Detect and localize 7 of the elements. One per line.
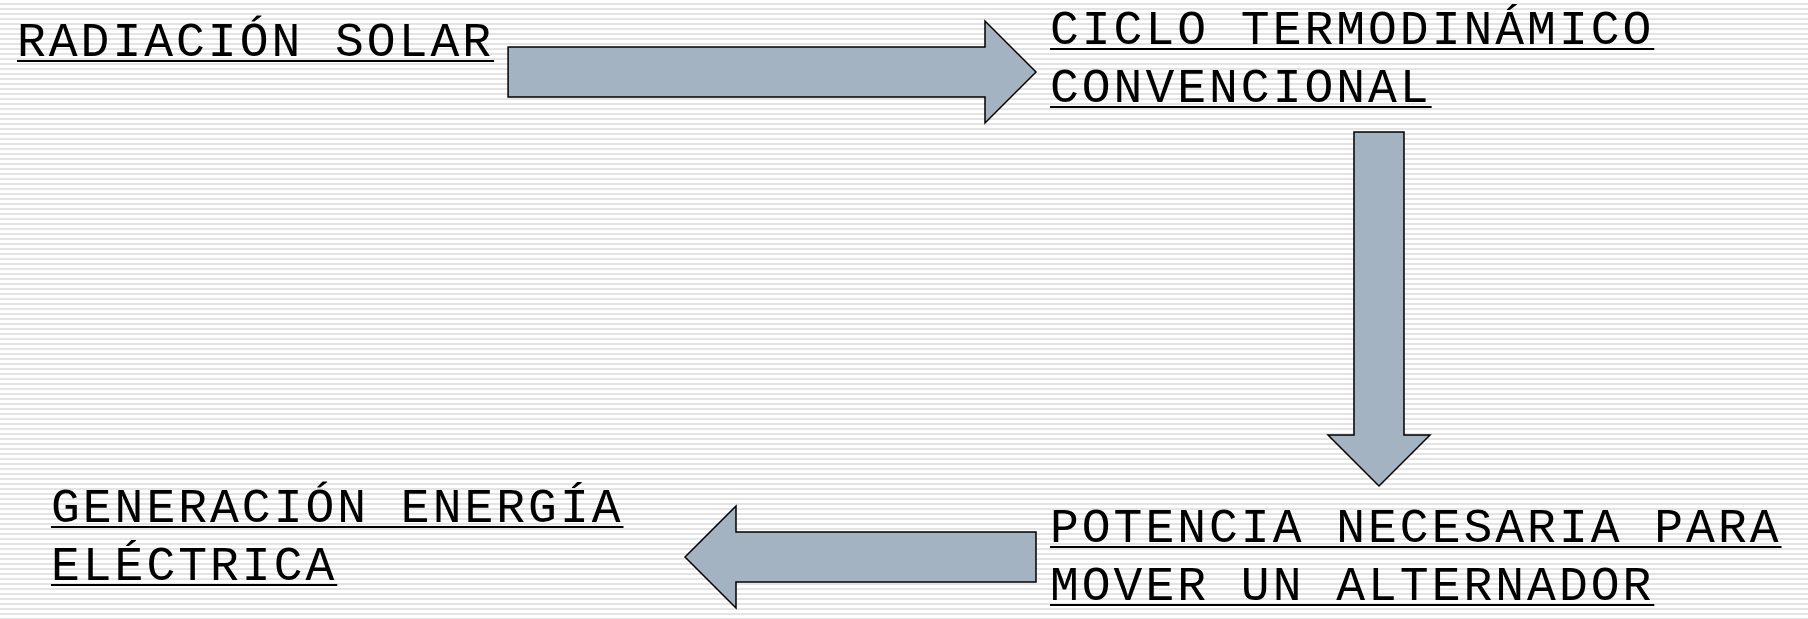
block-arrow bbox=[683, 504, 1037, 610]
step-label: RADIACIÓN SOLAR bbox=[17, 14, 495, 72]
step-label: CICLO TERMODINÁMICO CONVENCIONAL bbox=[1050, 2, 1710, 118]
step-label: POTENCIA NECESARIA PARA MOVER UN ALTERNADOR bbox=[1050, 500, 1805, 616]
block-arrow bbox=[507, 19, 1038, 125]
block-arrow bbox=[1326, 131, 1432, 488]
step-label: GENERACIÓN ENERGÍA ELÉCTRICA bbox=[51, 480, 671, 596]
